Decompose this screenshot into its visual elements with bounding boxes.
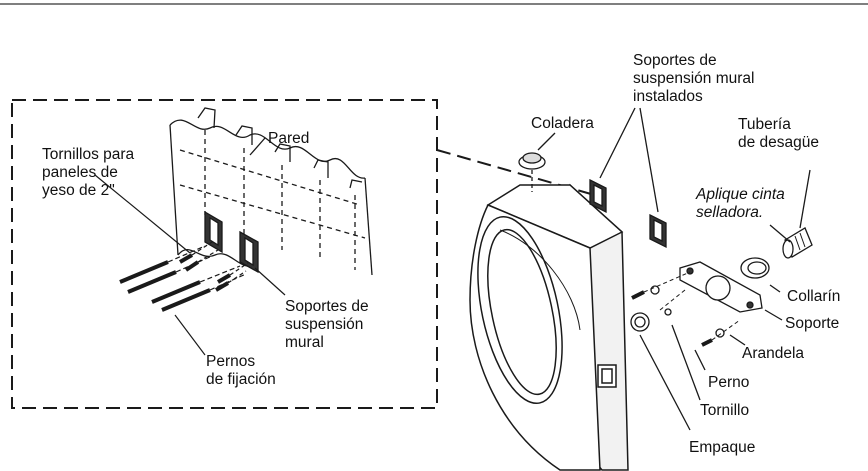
inset-bracket-left — [204, 210, 223, 254]
label-line: mural — [285, 334, 324, 351]
label-line: Tubería — [738, 116, 791, 133]
label-perno: Perno — [708, 374, 750, 391]
label-line: Soportes de — [285, 298, 369, 315]
label-line: de desagüe — [738, 134, 820, 151]
label-line: Soportes de — [633, 52, 717, 69]
label-pared: Pared — [268, 130, 310, 147]
label-aplique-cinta: Aplique cinta selladora. — [696, 186, 785, 222]
label-soporte: Soporte — [785, 315, 840, 332]
label-soportes-instalados: Soportes de suspensión mural instalados — [633, 52, 754, 106]
label-tornillo: Tornillo — [700, 402, 750, 419]
label-collarin: Collarín — [787, 288, 841, 305]
label-line: suspensión — [285, 316, 364, 333]
label-tornillos-paneles: Tornillos para paneles de yeso de 2" — [42, 146, 134, 200]
label-line: Tornillos para — [42, 146, 135, 163]
label-tuberia-desague: Tubería de desagüe — [738, 116, 819, 152]
urinal-body — [469, 183, 629, 471]
label-coladera: Coladera — [531, 115, 594, 132]
installed-brackets — [589, 107, 667, 249]
wall-drawing — [169, 107, 373, 276]
label-line: suspensión mural — [633, 70, 755, 87]
label-line: yeso de 2" — [42, 182, 115, 199]
label-line: paneles de — [42, 164, 118, 181]
label-line: Aplique cinta — [696, 186, 785, 203]
drywall-screws — [94, 174, 249, 292]
label-line: instalados — [633, 88, 703, 105]
inset-bracket-right — [239, 230, 259, 274]
inset-frame — [11, 99, 438, 409]
strainer — [518, 132, 556, 192]
anchor-bolts — [119, 245, 286, 356]
label-line: de fijación — [206, 371, 276, 388]
label-line: Pernos — [206, 353, 256, 370]
spud-hardware — [630, 169, 813, 431]
label-empaque: Empaque — [689, 439, 756, 456]
label-soportes-suspension: Soportes de suspensión mural — [285, 298, 369, 352]
label-pernos-fijacion: Pernos de fijación — [206, 353, 276, 389]
label-line: selladora. — [696, 204, 764, 221]
label-arandela: Arandela — [742, 345, 805, 362]
